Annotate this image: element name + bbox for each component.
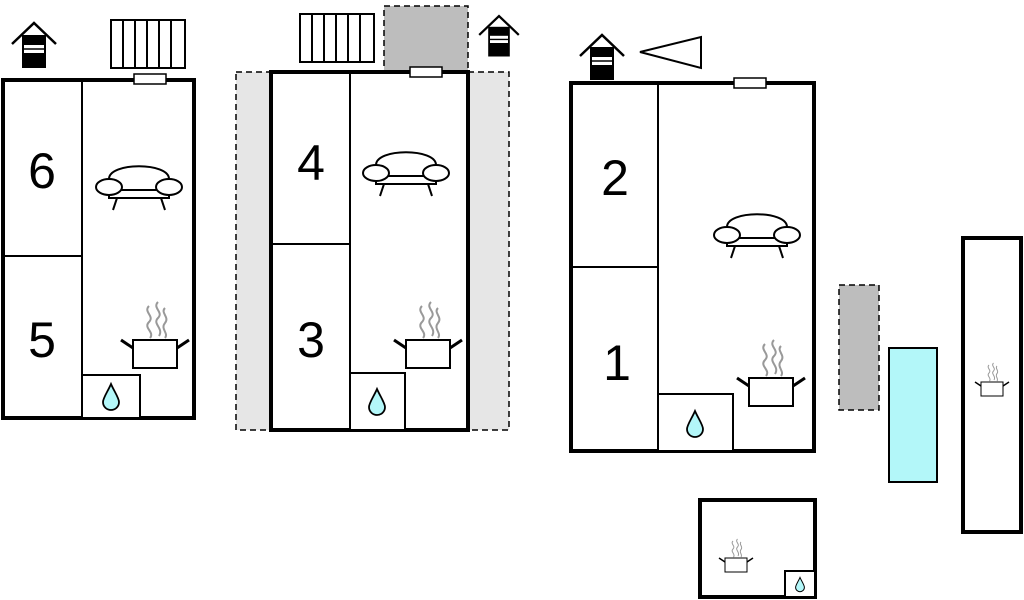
room-5-label: 5 (28, 312, 56, 368)
room-2-label: 2 (601, 150, 629, 206)
window-icon (733, 77, 767, 89)
house-icon (10, 21, 58, 69)
room-1-label: 1 (603, 335, 631, 391)
window-icon (133, 73, 167, 85)
building-b: 4 3 (235, 5, 520, 432)
terrace-left (235, 71, 273, 431)
room-6-label: 6 (28, 143, 56, 199)
room-4-label: 4 (297, 135, 325, 191)
small-building (698, 498, 817, 599)
terrace-right (467, 71, 510, 431)
outdoor-kitchen (961, 236, 1023, 534)
pool (888, 347, 938, 483)
building-c: 2 1 (569, 33, 816, 453)
gray-area (838, 284, 880, 411)
building-a: 6 5 (1, 19, 196, 420)
fence-icon (110, 19, 186, 69)
house-icon (478, 14, 520, 57)
fence-icon (299, 13, 375, 63)
window-icon (409, 66, 443, 78)
room-3-label: 3 (297, 312, 325, 368)
gray-area (383, 5, 469, 73)
triangle-flag-icon (639, 35, 702, 70)
house-icon (578, 33, 626, 81)
